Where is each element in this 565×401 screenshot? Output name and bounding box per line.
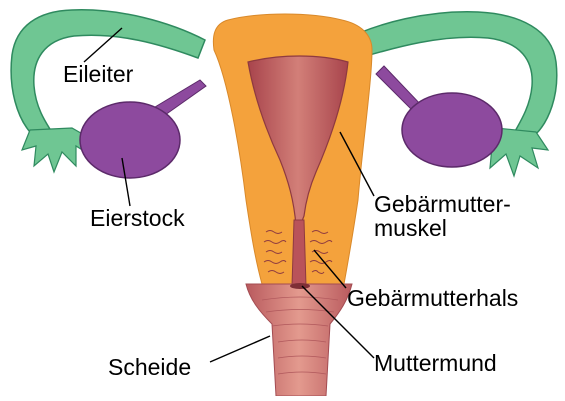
label-muttermund: Muttermund bbox=[374, 351, 497, 375]
label-gebaermutterhals: Gebärmutterhals bbox=[347, 286, 518, 310]
leader-scheide bbox=[210, 336, 270, 362]
label-gebaermuttermuskel: Gebärmutter- muskel bbox=[374, 192, 511, 240]
label-eierstock: Eierstock bbox=[90, 206, 185, 230]
label-muskel-line1: Gebärmutter- bbox=[374, 192, 511, 216]
label-muskel-line2: muskel bbox=[374, 216, 511, 240]
external-os bbox=[290, 283, 310, 289]
right-ovary bbox=[402, 93, 502, 167]
cervical-canal bbox=[292, 220, 306, 286]
left-ovary bbox=[80, 102, 180, 178]
label-scheide: Scheide bbox=[108, 355, 191, 379]
label-eileiter: Eileiter bbox=[63, 62, 133, 86]
